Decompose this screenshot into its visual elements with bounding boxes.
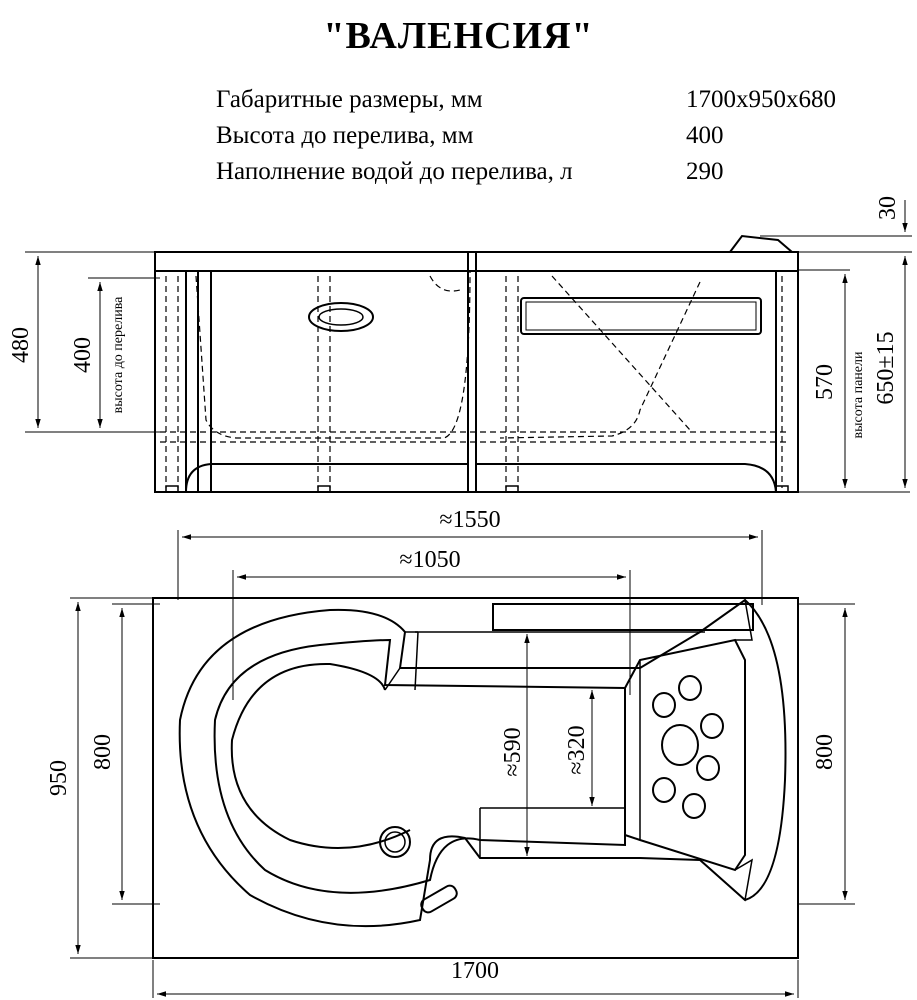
spec-value-overflow-height: 400	[686, 122, 724, 149]
product-title: "ВАЛЕНСИЯ"	[323, 15, 594, 57]
panel-height-label: высота панели	[851, 351, 866, 438]
dim-1050-label: ≈1050	[399, 547, 460, 573]
top-view-rim	[152, 597, 799, 959]
dim-320-label: ≈320	[564, 725, 590, 774]
dim-30-label: 30	[875, 196, 901, 220]
side-panel-window	[520, 297, 762, 335]
headrest-outline	[729, 234, 793, 253]
dim-650-label: 650±15	[873, 331, 899, 404]
dim-480-label: 480	[8, 327, 34, 363]
spec-label-water-volume: Наполнение водой до перелива, л	[216, 158, 573, 185]
spec-value-dimensions: 1700x950x680	[686, 86, 836, 113]
dim-1700-label: 1700	[451, 958, 499, 984]
overflow-height-label: высота до перелива	[111, 296, 126, 413]
dim-400-label: 400	[70, 337, 96, 373]
spec-value-water-volume: 290	[686, 158, 724, 185]
dim-950-label: 950	[46, 760, 72, 796]
overflow-handle	[420, 884, 458, 914]
dim-800-left-label: 800	[90, 734, 116, 770]
anti-slip-pebbles	[652, 675, 724, 819]
jet-nozzle	[308, 302, 374, 332]
spec-label-dimensions: Габаритные размеры, мм	[216, 86, 483, 113]
dim-800-right-label: 800	[812, 734, 838, 770]
dim-1550-label: ≈1550	[439, 507, 500, 533]
backrest	[624, 638, 746, 872]
side-view	[154, 234, 799, 493]
side-view-dimensions	[25, 200, 912, 493]
spec-label-overflow-height: Высота до перелива, мм	[216, 122, 474, 149]
top-view	[152, 597, 799, 959]
dim-590-label: ≈590	[500, 727, 526, 776]
basin-outline	[178, 598, 787, 928]
drain-hole	[379, 826, 411, 858]
dim-570-label: 570	[812, 364, 838, 400]
top-view-dimensions	[70, 530, 855, 998]
